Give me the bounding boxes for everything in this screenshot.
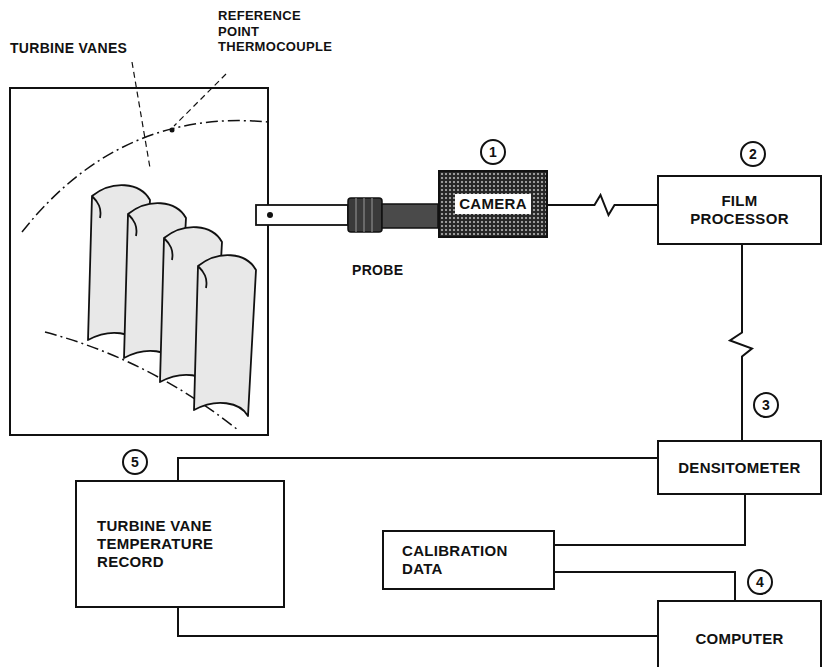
callout-number: 5	[122, 449, 148, 475]
callout-number: 2	[740, 141, 766, 167]
connector-line	[555, 495, 745, 545]
connector-line	[555, 572, 735, 600]
vane	[194, 255, 256, 416]
process-box: DENSITOMETER	[657, 440, 822, 495]
node-label: CAMERA	[455, 194, 531, 214]
process-box: COMPUTER	[657, 600, 822, 667]
turbine-vanes	[88, 185, 256, 416]
lens-mount	[382, 204, 438, 228]
node-label: CALIBRATION DATA	[402, 542, 527, 578]
node-label: DENSITOMETER	[678, 459, 801, 477]
part-label: PROBE	[352, 262, 403, 279]
callout-number: 3	[753, 392, 779, 418]
record-box: TURBINE VANE TEMPERATURE RECORD	[75, 480, 285, 608]
camera-box: CAMERA	[438, 170, 548, 238]
callout-number: 4	[747, 569, 773, 595]
part-label: TURBINE VANES	[10, 40, 127, 57]
leader-line	[132, 62, 150, 168]
node-label: TURBINE VANE TEMPERATURE RECORD	[97, 517, 247, 571]
node-label: FILM PROCESSOR	[680, 192, 800, 228]
connector-line	[730, 245, 752, 440]
lens-rings	[356, 198, 372, 232]
part-label: REFERENCE POINT THERMOCOUPLE	[218, 8, 343, 55]
view-frame	[10, 88, 268, 435]
data-box: CALIBRATION DATA	[382, 530, 555, 590]
leader-line	[174, 74, 226, 126]
connector-line	[548, 195, 657, 215]
probe-tube	[256, 205, 348, 225]
connector-line	[178, 458, 657, 480]
node-label: COMPUTER	[695, 630, 783, 648]
probe-tip	[267, 212, 273, 218]
callout-number: 1	[480, 139, 506, 165]
process-box: FILM PROCESSOR	[657, 175, 822, 245]
thermocouple-point	[170, 128, 175, 133]
probe-lens	[348, 198, 382, 232]
connector-line	[178, 608, 657, 636]
